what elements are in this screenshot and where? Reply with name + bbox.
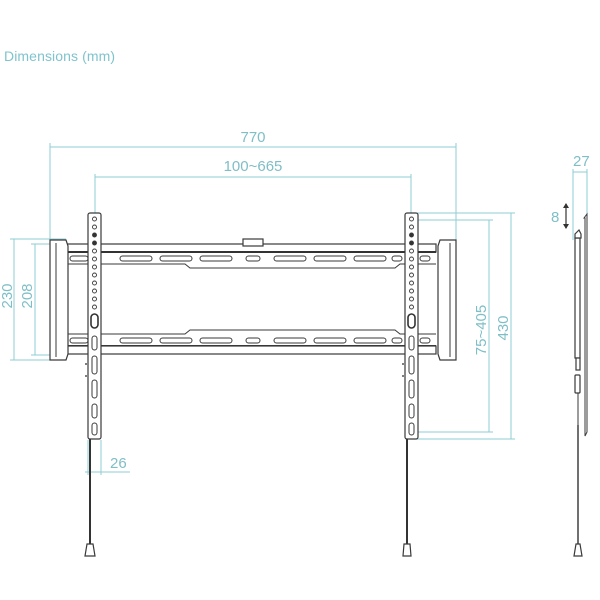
dimension-27: 27 [572, 153, 590, 240]
label-27: 27 [573, 153, 590, 170]
diagram-title: Dimensions (mm) [4, 48, 116, 64]
wall-plate [65, 238, 437, 355]
label-75-405: 75~405 [473, 305, 490, 355]
dimension-26: 26 [85, 440, 130, 475]
vertical-arm-right [402, 212, 419, 557]
end-cap-left [49, 239, 69, 361]
dimension-770: 770 [49, 129, 457, 240]
label-770: 770 [240, 129, 265, 146]
label-26: 26 [110, 455, 127, 472]
label-430: 430 [495, 315, 512, 340]
dimension-100-665: 100~665 [94, 158, 412, 214]
label-100-665: 100~665 [224, 158, 283, 175]
end-cap-right [437, 239, 457, 361]
label-230: 230 [0, 283, 16, 308]
label-8: 8 [551, 209, 559, 226]
label-208: 208 [19, 283, 36, 308]
dimension-8-tilt: 8 [551, 203, 569, 229]
vertical-arm-left [84, 212, 102, 557]
dimension-75-405: 75~405 [414, 219, 493, 433]
dimension-208: 208 [19, 243, 60, 356]
dimension-230: 230 [0, 238, 66, 361]
side-view [573, 212, 588, 557]
dimension-430: 430 [414, 212, 515, 440]
